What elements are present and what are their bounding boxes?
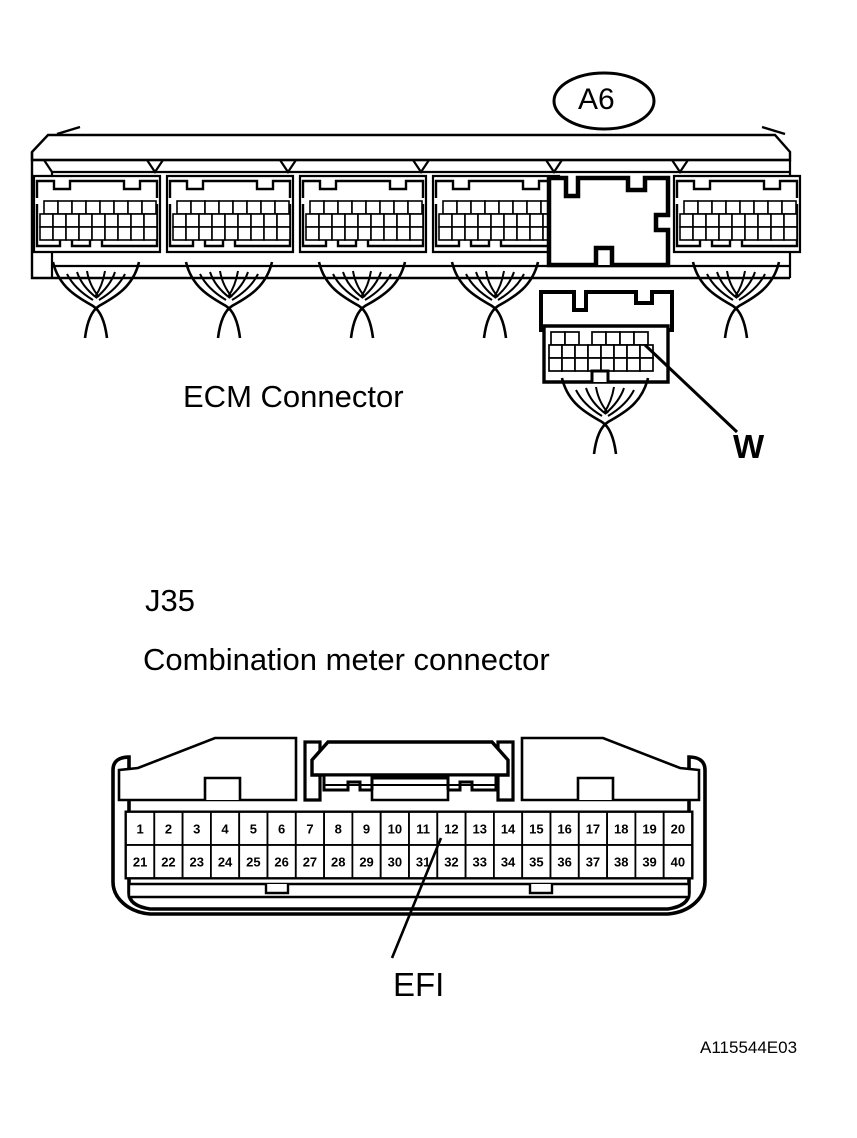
pin-number: 24 (218, 855, 233, 870)
pin-cell[interactable] (209, 844, 241, 879)
pin-cell[interactable] (323, 811, 354, 846)
pin-number: 20 (671, 822, 685, 837)
pin-cell[interactable] (549, 811, 580, 846)
pin-number: 8 (335, 822, 342, 837)
pin-number: 19 (642, 822, 656, 837)
pin-number: 31 (416, 855, 430, 870)
efi-leader-line (390, 837, 443, 959)
pin-cell[interactable] (351, 811, 382, 846)
pin-number: 32 (444, 855, 458, 870)
ecm-sub-connector-1 (32, 174, 162, 254)
pin-number: 22 (161, 855, 175, 870)
pin-number: 37 (586, 855, 600, 870)
pin-number: 29 (359, 855, 373, 870)
pin-number: 6 (278, 822, 285, 837)
ecm-sub-connector-2 (165, 174, 295, 254)
pin-number: 13 (473, 822, 487, 837)
pin-cell[interactable] (266, 844, 297, 879)
pin-number: 25 (246, 855, 260, 870)
drawing-reference-code: A115544E03 (700, 1038, 798, 1057)
pin-number: 35 (529, 855, 543, 870)
pin-number: 26 (274, 855, 288, 870)
pin-cell[interactable] (238, 844, 269, 879)
callout-badge-a6-label: A6 (578, 83, 615, 116)
pin-number: 28 (331, 855, 345, 870)
meter-connector-code: J35 (145, 583, 195, 618)
ecm-connector-title: ECM Connector (183, 379, 404, 414)
pin-number: 16 (557, 822, 571, 837)
w-wire-label: W (733, 428, 765, 465)
efi-callout-label: EFI (393, 966, 445, 1003)
pin-number: 2 (165, 822, 172, 837)
pin-number: 4 (221, 822, 229, 837)
pin-number: 14 (501, 822, 516, 837)
ecm-top-bar (30, 133, 792, 162)
pin-number: 40 (671, 855, 685, 870)
pin-number: 12 (444, 822, 458, 837)
pin-number: 39 (642, 855, 656, 870)
pin-number: 27 (303, 855, 317, 870)
pin-number: 23 (190, 855, 204, 870)
ecm-connector-assembly (30, 125, 802, 340)
pin-number: 33 (473, 855, 487, 870)
pin-number: 30 (388, 855, 402, 870)
pin-cell[interactable] (181, 844, 212, 879)
pin-cell[interactable] (492, 844, 524, 879)
pin-number: 36 (557, 855, 571, 870)
pin-cell[interactable] (379, 844, 410, 879)
pin-number: 9 (363, 822, 370, 837)
pin-number: 21 (133, 855, 147, 870)
ecm-sub-connector-3 (298, 174, 428, 254)
w-detail-connector (539, 290, 739, 456)
meter-connector-title: Combination meter connector (143, 642, 550, 677)
ecm-sub-connector-5 (672, 174, 802, 254)
pin-number: 38 (614, 855, 628, 870)
pin-number: 3 (193, 822, 200, 837)
ecm-v-notches (146, 159, 689, 174)
pin-number: 18 (614, 822, 628, 837)
pin-number: 5 (250, 822, 257, 837)
pin-number: 1 (137, 822, 144, 837)
pin-cell[interactable] (125, 844, 156, 879)
ecm-sub-connector-4 (431, 174, 561, 254)
pin-number: 15 (529, 822, 543, 837)
w-leader-line (643, 343, 739, 434)
pin-number: 7 (306, 822, 313, 837)
pin-cell[interactable] (662, 844, 693, 879)
pin-cell[interactable] (606, 844, 637, 879)
pin-cell[interactable] (238, 811, 269, 846)
pin-number: 34 (501, 855, 516, 870)
ecm-empty-bay (546, 175, 671, 268)
callout-badge-a6 (552, 71, 656, 131)
pin-cell[interactable] (266, 811, 297, 846)
pin-cell[interactable] (634, 844, 665, 879)
pin-number: 10 (388, 822, 402, 837)
pin-number: 11 (416, 822, 430, 837)
pin-cell[interactable] (153, 844, 184, 879)
pin-number: 17 (586, 822, 600, 837)
